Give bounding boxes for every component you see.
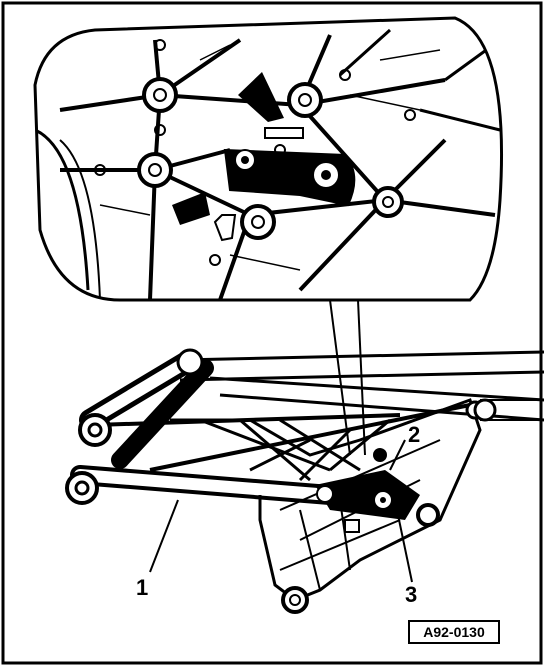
callout-3-leader	[397, 514, 413, 583]
mounting-bracket	[315, 448, 420, 533]
seat-frame-assembly	[65, 348, 544, 614]
callout-2-leader	[389, 439, 406, 471]
callout-3: 3	[405, 582, 418, 607]
arrow-icon	[238, 72, 284, 122]
callout-2: 2	[408, 422, 421, 447]
detail-magnifier	[33, 16, 504, 302]
callout-1: 1	[136, 575, 149, 600]
callout-1-leader	[149, 499, 179, 573]
arrow-icon	[172, 192, 210, 225]
figure-reference-label: A92-0130	[408, 620, 500, 644]
figure-reference-text: A92-0130	[423, 624, 485, 640]
